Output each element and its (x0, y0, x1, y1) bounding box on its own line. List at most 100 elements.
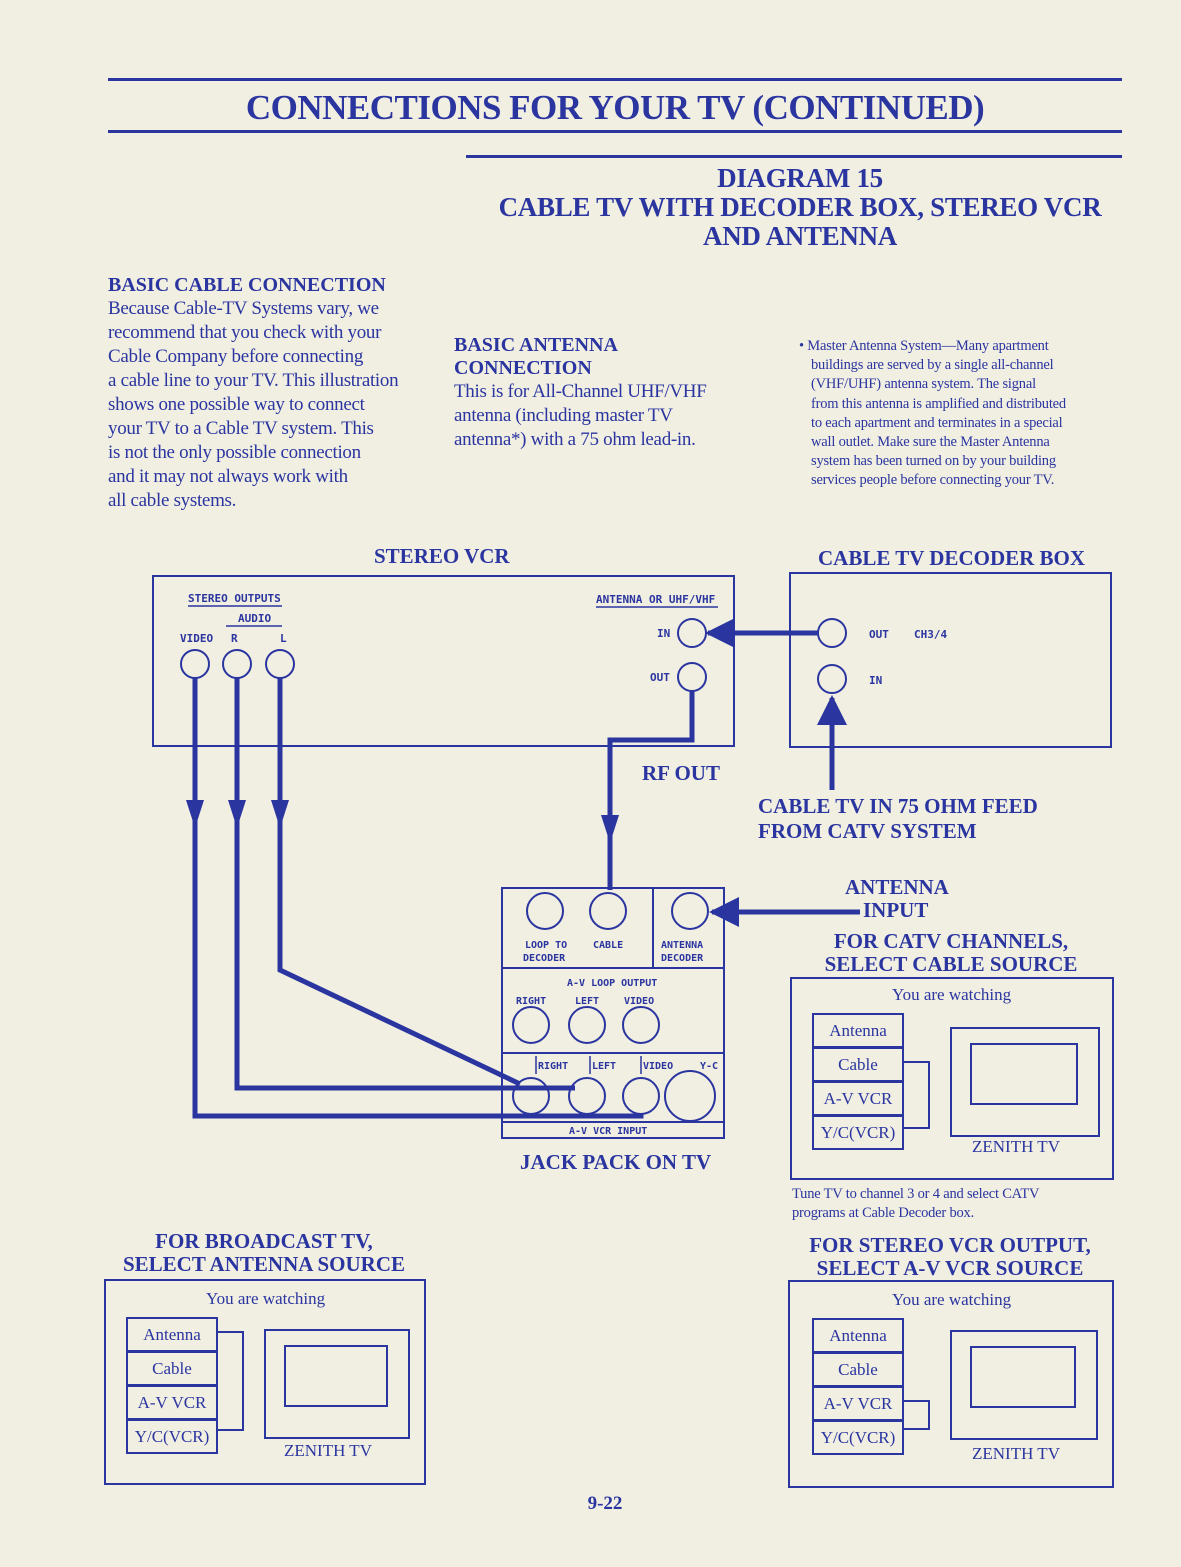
stereo-vcr-label: STEREO VCR (374, 544, 510, 568)
av-loop-output-text: A-V LOOP OUTPUT (567, 978, 657, 989)
text-line: a cable line to your TV. This illustrati… (108, 370, 399, 391)
decoder-text: DECODER (661, 953, 704, 964)
decoder-text: DECODER (523, 953, 566, 964)
master-antenna-note: • Master Antenna System—Many apartment b… (799, 337, 1129, 491)
loop-left-jack (568, 1006, 606, 1044)
catv-note: Tune TV to channel 3 or 4 and select CAT… (792, 1185, 1039, 1223)
catv-note-line2: programs at Cable Decoder box. (792, 1205, 975, 1222)
arrow-down-icon (271, 800, 289, 828)
text-line: to each apartment and terminates in a sp… (811, 414, 1063, 431)
input-left-text: LEFT (592, 1061, 616, 1072)
stereo-source-av-vcr[interactable]: A-V VCR (812, 1386, 904, 1421)
header-top-rule (108, 78, 1122, 81)
stereo-panel: You are watching Antenna Cable A-V VCR Y… (788, 1280, 1114, 1488)
basic-cable-section: BASIC CABLE CONNECTION Because Cable-TV … (108, 274, 438, 513)
cable-feed-line2: FROM CATV SYSTEM (758, 819, 977, 843)
text-line: system has been turned on by your buildi… (811, 453, 1056, 470)
broadcast-source-yc-vcr[interactable]: Y/C(VCR) (126, 1419, 218, 1454)
catv-source-av-vcr[interactable]: A-V VCR (812, 1081, 904, 1116)
basic-cable-text: Because Cable-TV Systems vary, we recomm… (108, 297, 438, 513)
input-yc-jack (664, 1070, 716, 1122)
vcr-audio-l-cable (277, 678, 522, 1087)
tv-screen (970, 1043, 1078, 1105)
page-title: CONNECTIONS FOR YOUR TV (CONTINUED) (245, 88, 985, 127)
stereo-tv-label: ZENITH TV (972, 1444, 1060, 1463)
decoder-in-jack (817, 664, 847, 694)
loop-left-text: LEFT (575, 996, 599, 1007)
diagram-title-line2: AND ANTENNA (703, 221, 897, 251)
antenna-input-line2: INPUT (863, 898, 929, 922)
broadcast-tv-frame (264, 1329, 410, 1439)
selector-line (902, 1061, 930, 1129)
broadcast-source-cable[interactable]: Cable (126, 1351, 218, 1386)
vcr-audio-r-jack (222, 649, 252, 679)
input-video-text: VIDEO (643, 1061, 673, 1072)
av-vcr-input-text: A-V VCR INPUT (569, 1126, 647, 1137)
antenna-input-label: ANTENNA INPUT (845, 876, 949, 922)
text-line: Because Cable-TV Systems vary, we (108, 298, 379, 319)
stereo-source-cable[interactable]: Cable (812, 1352, 904, 1387)
vcr-box (152, 575, 735, 747)
stereo-watching-text: You are watching (892, 1290, 1012, 1309)
vcr-antenna-in-jack (677, 618, 707, 648)
vcr-video-cable (192, 678, 644, 1119)
catv-tv-frame (950, 1027, 1100, 1137)
stereo-source-yc-vcr[interactable]: Y/C(VCR) (812, 1420, 904, 1455)
vcr-in-text: IN (657, 627, 670, 640)
basic-antenna-section: BASIC ANTENNA CONNECTION This is for All… (454, 334, 764, 452)
jack-pack-box (501, 887, 725, 1139)
vcr-out-text: OUT (650, 671, 670, 684)
antenna-text: ANTENNA (661, 940, 703, 951)
audio-text: AUDIO (238, 612, 271, 625)
vcr-antenna-out-jack (677, 662, 707, 692)
text-line: antenna*) with a 75 ohm lead-in. (454, 429, 696, 450)
vcr-audio-l-jack (265, 649, 295, 679)
diagram-title: DIAGRAM 15 CABLE TV WITH DECODER BOX, ST… (480, 164, 1120, 251)
stereo-outputs-text: STEREO OUTPUTS (188, 592, 281, 605)
stereo-heading2: SELECT A-V VCR SOURCE (816, 1256, 1084, 1280)
stereo-source-antenna[interactable]: Antenna (812, 1318, 904, 1353)
diagram-number: DIAGRAM 15 (717, 163, 883, 193)
decoder-out-text: OUT (869, 628, 889, 641)
catv-heading2: SELECT CABLE SOURCE (824, 952, 1078, 976)
antenna-input-line1: ANTENNA (845, 875, 949, 899)
broadcast-panel-heading: FOR BROADCAST TV, SELECT ANTENNA SOURCE (104, 1230, 424, 1276)
catv-panel: You are watching Antenna Cable A-V VCR Y… (790, 977, 1114, 1180)
stereo-panel-heading: FOR STEREO VCR OUTPUT, SELECT A-V VCR SO… (788, 1234, 1112, 1280)
broadcast-watching-text: You are watching (206, 1289, 326, 1308)
catv-watching-text: You are watching (892, 985, 1012, 1004)
text-line: buildings are served by a single all-cha… (811, 357, 1054, 374)
input-left-jack (568, 1077, 606, 1115)
loop-video-jack (622, 1006, 660, 1044)
text-line: all cable systems. (108, 490, 237, 511)
catv-source-cable[interactable]: Cable (812, 1047, 904, 1082)
broadcast-source-antenna[interactable]: Antenna (126, 1317, 218, 1352)
vcr-video-jack (180, 649, 210, 679)
input-yc-text: Y-C (700, 1061, 718, 1072)
loop-right-jack (512, 1006, 550, 1044)
loop-right-text: RIGHT (516, 996, 546, 1007)
video-text: VIDEO (180, 632, 213, 645)
selector-line (902, 1400, 930, 1430)
input-right-text: RIGHT (538, 1061, 568, 1072)
cable-jack (589, 892, 627, 930)
tv-screen (970, 1346, 1076, 1408)
arrow-down-icon (186, 800, 204, 828)
loop-video-text: VIDEO (624, 996, 654, 1007)
page-number: 9-22 (587, 1493, 623, 1514)
text-line: Cable Company before connecting (108, 346, 364, 367)
catv-heading1: FOR CATV CHANNELS, (833, 929, 1069, 953)
r-text: R (231, 632, 238, 645)
stereo-tv-frame (950, 1330, 1098, 1440)
cable-text: CABLE (593, 940, 623, 951)
basic-cable-heading: BASIC CABLE CONNECTION (108, 274, 386, 296)
text-line: and it may not always work with (108, 466, 348, 487)
catv-source-antenna[interactable]: Antenna (812, 1013, 904, 1048)
catv-source-yc-vcr[interactable]: Y/C(VCR) (812, 1115, 904, 1150)
stereo-heading1: FOR STEREO VCR OUTPUT, (809, 1233, 1091, 1257)
arrow-down-icon (228, 800, 246, 828)
text-line: This is for All-Channel UHF/VHF (454, 381, 707, 402)
broadcast-source-av-vcr[interactable]: A-V VCR (126, 1385, 218, 1420)
text-line: (VHF/UHF) antenna system. The signal (811, 376, 1036, 393)
